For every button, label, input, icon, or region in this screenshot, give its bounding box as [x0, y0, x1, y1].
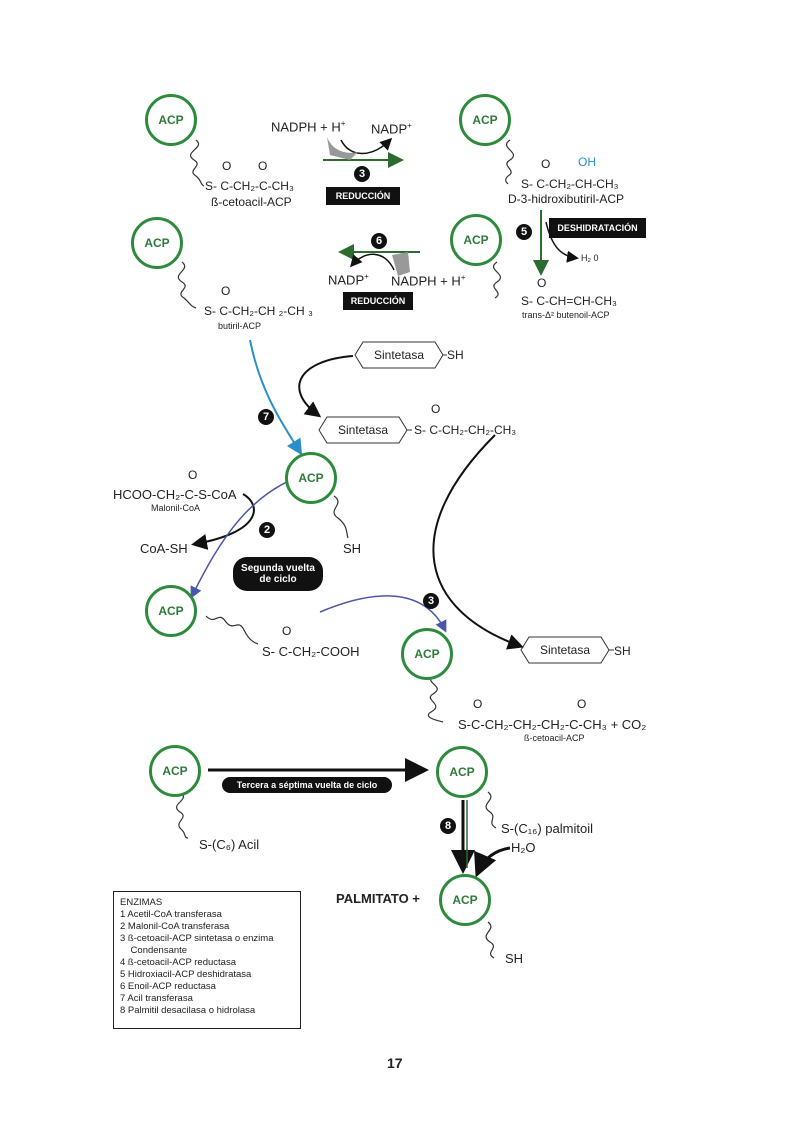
ketoacyl-c6-name: ß-cetoacil-ACP [524, 733, 585, 743]
tether-acp9 [485, 791, 497, 829]
page-number: 17 [387, 1055, 403, 1071]
acp-malonyl: ACP [145, 585, 197, 637]
butyryl-o: O [221, 284, 231, 298]
synthetase-top-sh: SH [447, 348, 464, 362]
reduccion-label-top: REDUCCIÓN [326, 187, 400, 205]
acp-ketoacyl-c6: ACP [401, 628, 453, 680]
acp-label: ACP [449, 765, 475, 779]
malonyl-formula: HCOO-CH₂-C-S-CoA [113, 487, 237, 502]
butyryl-name: butiril-ACP [218, 321, 262, 331]
second-round-pill: Segunda vuelta de ciclo [233, 557, 323, 591]
tether-acp8 [176, 791, 189, 839]
acp-mid-sh: SH [343, 541, 362, 556]
ketoacyl-o2: O [258, 159, 268, 173]
step-2-badge: 2 [259, 522, 275, 538]
enzyme-item: 1 Acetil-CoA transferasa [120, 909, 222, 920]
acp-label: ACP [298, 471, 324, 485]
water-out: H₂ 0 [581, 253, 599, 263]
acp-sh-mid: ACP [285, 452, 337, 504]
ketoacyl-c6-o2: O [577, 697, 587, 711]
tether-acp5 [333, 495, 349, 539]
coash-label: CoA-SH [140, 541, 188, 556]
enzyme-item: 5 Hidroxiacil-ACP deshidratasa [120, 969, 252, 980]
acyl-c6-formula: S-(C₆) Acil [199, 837, 260, 852]
step-8-badge: 8 [440, 818, 456, 834]
tether-acp4 [493, 261, 501, 299]
palmitoyl-water: H₂O [511, 840, 536, 855]
acp-acyl-c6: ACP [149, 745, 201, 797]
acp-label: ACP [158, 113, 184, 127]
acp-label: ACP [158, 604, 184, 618]
step-3-mid-badge: 3 [423, 593, 439, 609]
tether-acp2 [505, 139, 514, 185]
step-3-badge: 3 [354, 166, 370, 182]
synthetase-butyryl-o: O [431, 402, 441, 416]
step-6-badge: 6 [371, 233, 387, 249]
synthetase-mid-sh: SH [614, 644, 631, 658]
ketoacyl-o1: O [222, 159, 232, 173]
synthetase-butyryl: Sintetasa [337, 423, 389, 437]
butyryl-formula: S- C-CH₂-CH ₂-CH ₃ [204, 304, 313, 318]
synthetase-mid: Sintetasa [539, 643, 591, 657]
enzyme-item: Condensante [120, 945, 188, 956]
step-5-badge: 5 [516, 224, 532, 240]
ketoacyl-c6-formula: S-C-CH₂-CH₂-CH₂-C-CH₃ + CO₂ [458, 717, 647, 732]
nadph-label: NADPH + H+ [271, 119, 346, 135]
third-round-pill: Tercera a séptima vuelta de ciclo [222, 777, 392, 793]
second-round-line2: de ciclo [259, 574, 297, 585]
hydroxy-o: O [541, 157, 551, 171]
malonyl-name: Malonil-CoA [151, 503, 201, 513]
tether-acp3 [177, 261, 197, 309]
acp-label: ACP [452, 893, 478, 907]
step6-nadph: NADPH + H+ [391, 273, 466, 289]
enzymes-legend: ENZIMAS 1 Acetil-CoA transferasa 2 Malon… [113, 891, 301, 1029]
acp-label: ACP [162, 764, 188, 778]
acp-palmitoyl: ACP [436, 746, 488, 798]
hydroxy-oh: OH [578, 155, 596, 169]
enzyme-item: 6 Enoil-ACP reductasa [120, 981, 216, 992]
hydroxy-name: D-3-hidroxibutiril-ACP [508, 192, 625, 206]
acp-label: ACP [144, 236, 170, 250]
butenoyl-name: trans-Δ² butenoil-ACP [522, 310, 610, 320]
butenoyl-o: O [537, 276, 547, 290]
step6-nadp: NADP+ [328, 272, 369, 288]
acp-butenoyl: ACP [450, 214, 502, 266]
synthetase-butyryl-formula: S- C-CH₂-CH₂-CH₃ [414, 423, 517, 437]
acp-final: ACP [439, 874, 491, 926]
enzyme-item: 7 Acil transferasa [120, 993, 193, 1004]
malonyl-acp-formula: S- C-CH₂-COOH [262, 644, 360, 659]
step-7-badge: 7 [258, 409, 274, 425]
palmitate-label: PALMITATO + [336, 891, 420, 906]
nadp-label: NADP+ [371, 121, 412, 137]
malonyl-acp-o: O [282, 624, 292, 638]
ketoacyl-name: ß-cetoacil-ACP [211, 195, 292, 209]
tether-acp10 [485, 921, 495, 959]
enzyme-item: 4 ß-cetoacil-ACP reductasa [120, 957, 236, 968]
ketoacyl-c6-o1: O [473, 697, 483, 711]
enzyme-item: 3 ß-cetoacil-ACP sintetasa o enzima [120, 933, 274, 944]
acp-butyryl: ACP [131, 217, 183, 269]
butenoyl-formula: S- C-CH=CH-CH₃ [521, 294, 617, 308]
tether-acp6 [205, 615, 259, 645]
enzyme-item: 2 Malonil-CoA transferasa [120, 921, 230, 932]
tether-acp1 [190, 139, 205, 187]
final-acp-sh: SH [505, 951, 524, 966]
second-round-line1: Segunda vuelta [241, 563, 315, 574]
acp-ketoacyl: ACP [145, 94, 197, 146]
acp-label: ACP [463, 233, 489, 247]
hydroxy-formula: S- C-CH₂-CH-CH₃ [521, 177, 619, 191]
enzymes-title: ENZIMAS [120, 897, 163, 908]
enzyme-item: 8 Palmitil desacilasa o hidrolasa [120, 1005, 256, 1016]
ketoacyl-formula: S- C-CH₂-C-CH₃ [205, 179, 294, 193]
acp-label: ACP [414, 647, 440, 661]
deshidratacion-label: DESHIDRATACIÓN [549, 218, 646, 238]
acp-label: ACP [472, 113, 498, 127]
palmitoyl-formula: S-(C₁₆) palmitoil [501, 821, 593, 836]
synthetase-top: Sintetasa [373, 348, 425, 362]
malonyl-o: O [188, 468, 198, 482]
reduccion-label-bottom: REDUCCIÓN [343, 292, 413, 310]
acp-hydroxybutyryl: ACP [459, 94, 511, 146]
tether-acp7 [427, 675, 444, 723]
